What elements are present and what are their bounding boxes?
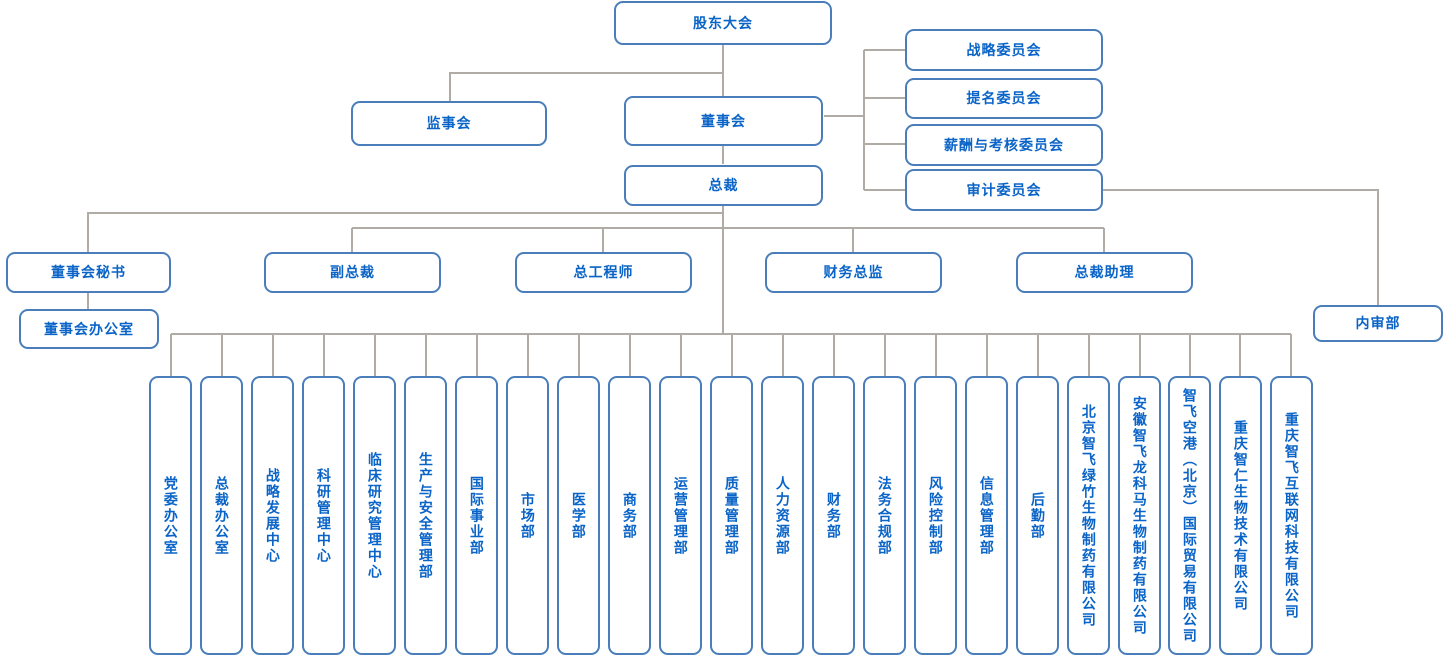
node-label: 国际事业部 bbox=[468, 475, 485, 556]
node-committee-strategy[interactable]: 战略委员会 bbox=[905, 29, 1103, 71]
node-subsidiary-beijing-lvzhu[interactable]: 北京智飞绿竹生物制药有限公司 bbox=[1067, 376, 1110, 655]
node-label: 战略委员会 bbox=[966, 41, 1042, 58]
node-label: 党委办公室 bbox=[162, 475, 179, 556]
node-label: 北京智飞绿竹生物制药有限公司 bbox=[1080, 403, 1097, 628]
node-subsidiary-chongqing-zhiren[interactable]: 重庆智仁生物技术有限公司 bbox=[1219, 376, 1262, 655]
node-dept-research-management-center[interactable]: 科研管理中心 bbox=[302, 376, 345, 655]
node-label: 总裁办公室 bbox=[213, 475, 230, 556]
node-label: 质量管理部 bbox=[723, 475, 740, 556]
node-label: 总裁助理 bbox=[1074, 264, 1135, 281]
node-board-of-supervisors[interactable]: 监事会 bbox=[351, 101, 547, 146]
node-dept-quality-management[interactable]: 质量管理部 bbox=[710, 376, 753, 655]
node-label: 重庆智仁生物技术有限公司 bbox=[1232, 419, 1249, 612]
node-label: 财务部 bbox=[825, 491, 842, 540]
node-internal-audit[interactable]: 内审部 bbox=[1313, 305, 1443, 342]
node-board-office[interactable]: 董事会办公室 bbox=[19, 309, 159, 349]
node-label: 科研管理中心 bbox=[315, 467, 332, 564]
node-label: 人力资源部 bbox=[774, 475, 791, 556]
node-label: 财务总监 bbox=[823, 264, 884, 281]
node-label: 提名委员会 bbox=[966, 90, 1042, 107]
node-label: 董事会 bbox=[701, 112, 746, 129]
node-label: 股东大会 bbox=[693, 14, 753, 31]
node-shareholders-meeting[interactable]: 股东大会 bbox=[614, 1, 832, 45]
node-label: 战略发展中心 bbox=[264, 467, 281, 564]
node-label: 生产与安全管理部 bbox=[417, 451, 434, 580]
node-committee-nomination[interactable]: 提名委员会 bbox=[905, 78, 1103, 119]
node-label: 后勤部 bbox=[1029, 491, 1046, 540]
node-committee-remuneration[interactable]: 薪酬与考核委员会 bbox=[905, 124, 1103, 166]
node-dept-party-committee-office[interactable]: 党委办公室 bbox=[149, 376, 192, 655]
node-vice-president[interactable]: 副总裁 bbox=[264, 252, 441, 293]
node-label: 安徽智飞龙科马生物制药有限公司 bbox=[1131, 395, 1148, 636]
node-dept-strategy-development-center[interactable]: 战略发展中心 bbox=[251, 376, 294, 655]
node-dept-risk-control[interactable]: 风险控制部 bbox=[914, 376, 957, 655]
node-dept-human-resources[interactable]: 人力资源部 bbox=[761, 376, 804, 655]
node-label: 审计委员会 bbox=[966, 181, 1042, 198]
node-chief-engineer[interactable]: 总工程师 bbox=[515, 252, 692, 293]
node-label: 内审部 bbox=[1355, 315, 1401, 332]
node-dept-marketing[interactable]: 市场部 bbox=[506, 376, 549, 655]
node-label: 临床研究管理中心 bbox=[366, 451, 383, 580]
node-president-assistant[interactable]: 总裁助理 bbox=[1016, 252, 1193, 293]
node-board-of-directors[interactable]: 董事会 bbox=[624, 96, 823, 146]
node-dept-business[interactable]: 商务部 bbox=[608, 376, 651, 655]
node-label: 监事会 bbox=[426, 115, 472, 132]
node-label: 董事会秘书 bbox=[51, 264, 126, 281]
node-dept-operations-management[interactable]: 运营管理部 bbox=[659, 376, 702, 655]
node-subsidiary-zhifei-konggang[interactable]: 智飞空港（北京）国际贸易有限公司 bbox=[1168, 376, 1211, 655]
node-label: 智飞空港（北京）国际贸易有限公司 bbox=[1181, 387, 1198, 644]
node-dept-production-safety-management[interactable]: 生产与安全管理部 bbox=[404, 376, 447, 655]
node-label: 副总裁 bbox=[330, 264, 375, 281]
node-label: 董事会办公室 bbox=[44, 320, 134, 337]
node-cfo[interactable]: 财务总监 bbox=[765, 252, 942, 293]
node-label: 法务合规部 bbox=[876, 475, 893, 556]
node-label: 运营管理部 bbox=[672, 475, 689, 556]
node-subsidiary-anhui-longcoma[interactable]: 安徽智飞龙科马生物制药有限公司 bbox=[1118, 376, 1161, 655]
node-dept-president-office[interactable]: 总裁办公室 bbox=[200, 376, 243, 655]
node-label: 商务部 bbox=[621, 491, 638, 540]
node-dept-logistics[interactable]: 后勤部 bbox=[1016, 376, 1059, 655]
node-label: 总工程师 bbox=[573, 264, 634, 281]
node-subsidiary-chongqing-internet[interactable]: 重庆智飞互联网科技有限公司 bbox=[1270, 376, 1313, 655]
node-label: 总裁 bbox=[708, 177, 739, 194]
node-label: 医学部 bbox=[570, 491, 587, 540]
node-label: 市场部 bbox=[519, 491, 536, 540]
node-dept-international-business[interactable]: 国际事业部 bbox=[455, 376, 498, 655]
node-dept-information-management[interactable]: 信息管理部 bbox=[965, 376, 1008, 655]
node-dept-medical[interactable]: 医学部 bbox=[557, 376, 600, 655]
node-dept-clinical-research-management-center[interactable]: 临床研究管理中心 bbox=[353, 376, 396, 655]
node-committee-audit[interactable]: 审计委员会 bbox=[905, 169, 1103, 211]
node-label: 信息管理部 bbox=[978, 475, 995, 556]
node-label: 重庆智飞互联网科技有限公司 bbox=[1283, 411, 1300, 620]
node-president[interactable]: 总裁 bbox=[624, 165, 823, 206]
node-board-secretary[interactable]: 董事会秘书 bbox=[6, 252, 171, 293]
node-label: 风险控制部 bbox=[927, 475, 944, 556]
node-label: 薪酬与考核委员会 bbox=[944, 136, 1064, 153]
node-dept-legal-compliance[interactable]: 法务合规部 bbox=[863, 376, 906, 655]
node-dept-finance[interactable]: 财务部 bbox=[812, 376, 855, 655]
